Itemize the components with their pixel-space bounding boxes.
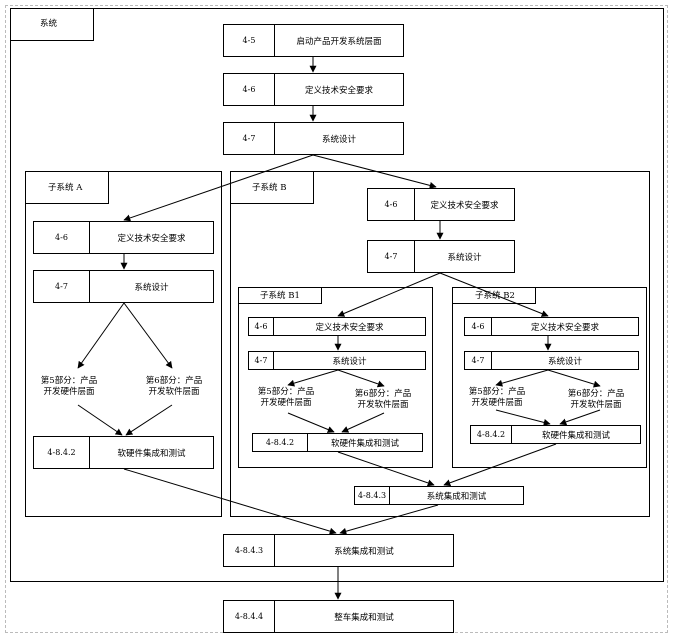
sub-b-integration-box: 4-8.4.3 系统集成和测试: [354, 486, 524, 505]
sub-a-integration-box: 4-8.4.2 软硬件集成和测试: [33, 436, 214, 469]
sub-b-design-num: 4-7: [368, 241, 415, 272]
subsystem-b1-label: 子系统 B1: [260, 291, 300, 301]
sub-b2-hw-text: 第5部分：产品 开发硬件层面: [468, 386, 526, 408]
sub-b2-design-box: 4-7 系统设计: [464, 351, 639, 370]
system-frame-label: 系统: [40, 19, 58, 29]
bottom-system-integration-box: 4-8.4.3 系统集成和测试: [223, 534, 454, 567]
sub-b-safety-box: 4-6 定义技术安全要求: [367, 188, 515, 221]
sub-b1-safety-box: 4-6 定义技术安全要求: [248, 317, 426, 336]
top-safety-box: 4-6 定义技术安全要求: [223, 73, 404, 106]
sub-b1-sw-text: 第6部分：产品 开发软件层面: [354, 388, 412, 410]
subsystem-a-tab: [25, 171, 109, 204]
system-frame-tab: [10, 8, 94, 41]
subsystem-a-label: 子系统 A: [48, 183, 83, 193]
top-safety-text: 定义技术安全要求: [304, 85, 373, 96]
subsystem-b1-tab: [238, 287, 322, 304]
sub-b2-integration-text: 软硬件集成和测试: [541, 430, 610, 441]
sub-a-hw-text: 第5部分：产品 开发硬件层面: [40, 375, 98, 397]
top-design-num: 4-7: [224, 123, 275, 154]
top-safety-num: 4-6: [224, 74, 275, 105]
subsystem-b-label: 子系统 B: [252, 183, 287, 193]
sub-b2-safety-num: 4-6: [465, 318, 492, 335]
sub-a-safety-text: 定义技术安全要求: [117, 233, 186, 244]
sub-b1-safety-text: 定义技术安全要求: [315, 322, 384, 333]
sub-a-design-box: 4-7 系统设计: [33, 270, 214, 303]
sub-b-safety-num: 4-6: [368, 189, 415, 220]
sub-b-safety-text: 定义技术安全要求: [430, 200, 499, 211]
bottom-system-integration-text: 系统集成和测试: [334, 546, 394, 557]
sub-b2-integration-box: 4-8.4.2 软硬件集成和测试: [470, 425, 641, 444]
sub-b-integration-text: 系统集成和测试: [426, 491, 487, 502]
sub-a-safety-box: 4-6 定义技术安全要求: [33, 221, 214, 254]
bottom-vehicle-integration-num: 4-8.4.4: [224, 601, 275, 632]
sub-b1-integration-num: 4-8.4.2: [253, 434, 308, 451]
sub-a-integration-text: 软硬件集成和测试: [117, 448, 186, 459]
bottom-system-integration-num: 4-8.4.3: [224, 535, 275, 566]
top-design-text: 系统设计: [321, 134, 356, 145]
sub-a-integration-num: 4-8.4.2: [34, 437, 90, 468]
sub-b2-design-text: 系统设计: [547, 356, 582, 367]
sub-a-design-text: 系统设计: [134, 282, 169, 293]
sub-b-integration-num: 4-8.4.3: [355, 487, 390, 504]
sub-b1-design-box: 4-7 系统设计: [248, 351, 426, 370]
sub-b1-safety-num: 4-6: [249, 318, 274, 335]
top-start-num: 4-5: [224, 25, 275, 56]
sub-b1-design-num: 4-7: [249, 352, 274, 369]
sub-a-design-num: 4-7: [34, 271, 90, 302]
top-start-text: 启动产品开发系统层面: [296, 36, 382, 47]
subsystem-b2-label: 子系统 B2: [475, 291, 515, 301]
sub-b2-design-num: 4-7: [465, 352, 492, 369]
sub-b1-design-text: 系统设计: [332, 356, 367, 367]
bottom-vehicle-integration-text: 整车集成和测试: [334, 612, 394, 623]
sub-b1-hw-text: 第5部分：产品 开发硬件层面: [257, 386, 315, 408]
sub-b1-integration-box: 4-8.4.2 软硬件集成和测试: [252, 433, 423, 452]
sub-a-safety-num: 4-6: [34, 222, 90, 253]
sub-b-design-box: 4-7 系统设计: [367, 240, 515, 273]
top-design-box: 4-7 系统设计: [223, 122, 404, 155]
bottom-vehicle-integration-box: 4-8.4.4 整车集成和测试: [223, 600, 454, 633]
sub-b2-sw-text: 第6部分：产品 开发软件层面: [567, 388, 625, 410]
sub-b2-integration-num: 4-8.4.2: [471, 426, 512, 443]
sub-b2-safety-text: 定义技术安全要求: [530, 322, 599, 333]
sub-b2-safety-box: 4-6 定义技术安全要求: [464, 317, 639, 336]
sub-a-sw-text: 第6部分：产品 开发软件层面: [145, 375, 203, 397]
top-start-box: 4-5 启动产品开发系统层面: [223, 24, 404, 57]
sub-b1-integration-text: 软硬件集成和测试: [330, 438, 399, 449]
sub-b-design-text: 系统设计: [447, 252, 482, 263]
